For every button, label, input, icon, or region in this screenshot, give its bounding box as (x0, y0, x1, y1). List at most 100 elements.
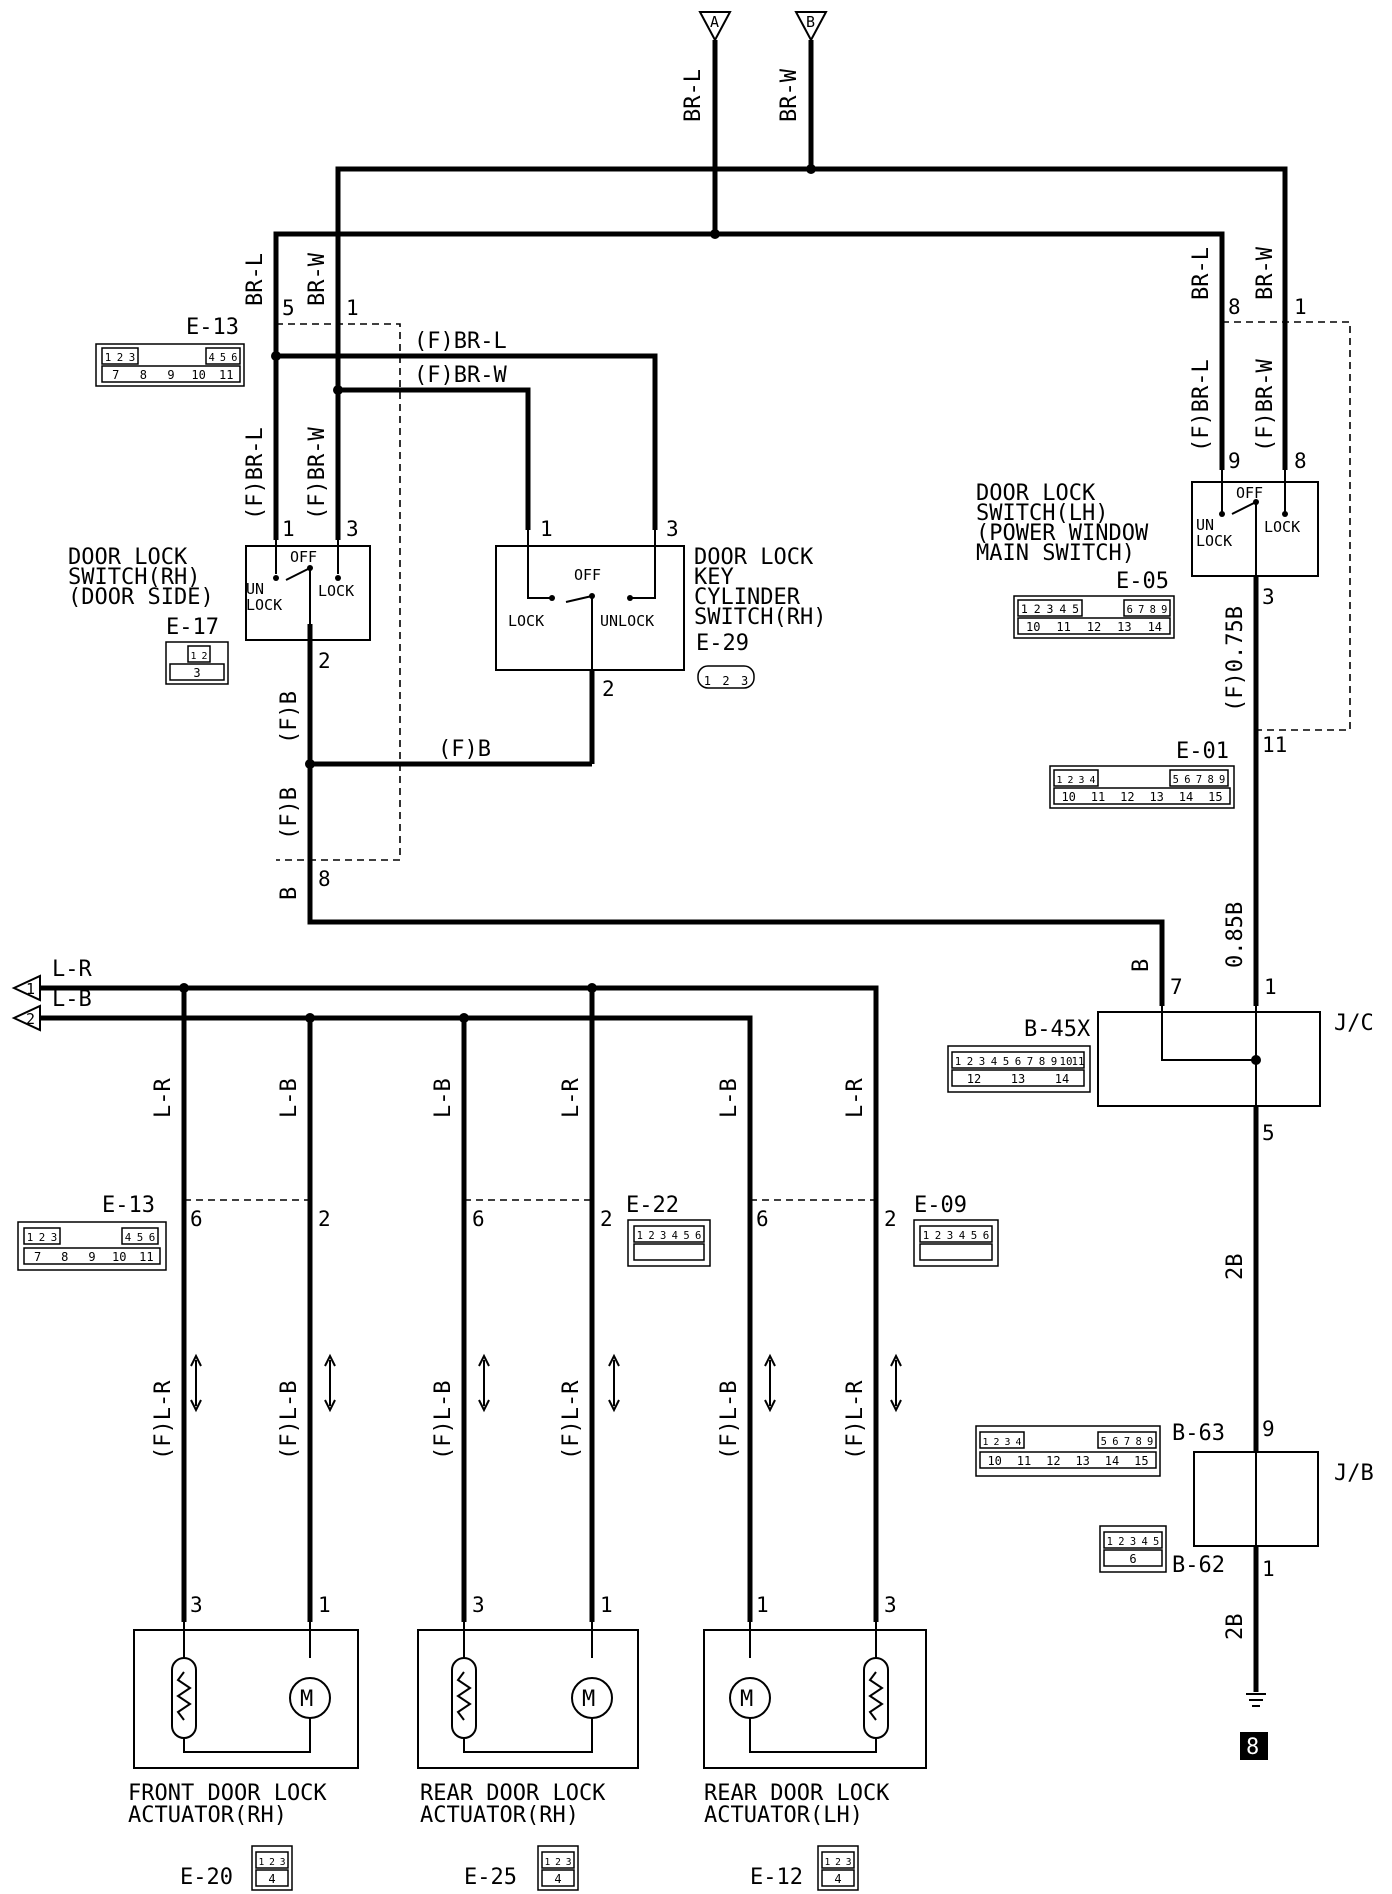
connector-e22-label: E-22 (626, 1193, 679, 1218)
connector-pin-number: 2 (835, 1857, 841, 1868)
connector-pin-number: 2 (1068, 775, 1074, 786)
wire-label-br-w-left: BR-W (305, 252, 330, 306)
connector-pin-number: 4 (959, 1229, 966, 1242)
pin-3-rear-rh: 3 (472, 1593, 485, 1617)
connector-pin-number: 15 (1134, 1454, 1148, 1468)
connector-pin-number: 6 (149, 1231, 156, 1244)
wire-label-f-br-w-left: (F)BR-W (305, 427, 330, 520)
connector-pin-number: 2 (994, 1437, 1000, 1448)
connector-pin-number: 11 (139, 1250, 153, 1264)
connector-pin-number: 4 (209, 353, 215, 364)
connector-pin-number: 13 (1149, 790, 1163, 804)
switch-lh-title-line1: DOOR LOCK (976, 481, 1096, 506)
connector-e17-label: E-17 (166, 615, 219, 640)
connector-pin-number: 1 (191, 651, 197, 662)
connector-b62-label: B-62 (1172, 1553, 1225, 1578)
wire-label-f-b-lower: (F)B (277, 787, 302, 840)
connector-pin-number: 7 (112, 368, 119, 382)
connector-pin-number: 5 (1173, 774, 1179, 786)
connector-pin-number: 4 (1016, 1437, 1022, 1448)
pin-1-e13: 1 (346, 296, 359, 320)
wire-label-br-w-top: BR-W (777, 68, 802, 122)
connector-pin-number: 4 (1141, 1536, 1147, 1548)
wire-label-f-br-w-horizontal: (F)BR-W (414, 363, 507, 388)
connector-pin-number: 2 (935, 1229, 942, 1242)
connector-pin-number: 3 (1130, 1536, 1136, 1548)
rear-rh-title-line2: ACTUATOR(RH) (420, 1803, 579, 1828)
connector-e01-label: E-01 (1176, 739, 1229, 764)
connector-pin-number: 11 (1091, 790, 1105, 804)
ground-symbol (1246, 1693, 1266, 1707)
key-lock: LOCK (508, 612, 544, 630)
bus-label-l-b: L-B (52, 987, 92, 1012)
connector-pin-number: 2 (117, 351, 124, 364)
label-f-l-b-2: (F)L-B (431, 1381, 456, 1460)
connector-pin-number: 2 (202, 651, 208, 662)
connector-pin-number: 1 (105, 351, 112, 364)
bus-label-l-r: L-R (52, 957, 92, 982)
key-title-line2: KEY (694, 565, 734, 590)
wire-label-b-left: B (277, 887, 302, 900)
connector-pin-number: 12 (1087, 620, 1101, 634)
connector-pin-number: 6 (1015, 1055, 1022, 1068)
pin-8-switch-lh: 8 (1294, 449, 1307, 473)
key-off: OFF (574, 566, 601, 584)
pin-9-switch-lh: 9 (1228, 449, 1241, 473)
pin-2-e09: 2 (884, 1207, 897, 1231)
switch-rh-un: UN (246, 580, 264, 598)
connector-pin-number: 12 (1046, 1454, 1060, 1468)
connector-pin-number: 6 (1112, 1436, 1118, 1448)
connector-pin-number: 14 (1179, 790, 1193, 804)
connector-pin-number: 5 (683, 1230, 689, 1242)
wire-label-br-l-right: BR-L (1189, 247, 1214, 300)
connector-pin-number: 2 (1034, 602, 1041, 616)
rear-lh-actuator-title: REAR DOOR LOCK ACTUATOR(LH) (704, 1781, 890, 1828)
terminal-a-label: A (710, 13, 719, 31)
label-f-l-b-1: (F)L-B (277, 1381, 302, 1460)
connector-pin-number: 8 (61, 1250, 68, 1264)
switch-rh-title-line3: (DOOR SIDE) (68, 585, 214, 610)
connector-pin-number: 1 (1021, 602, 1028, 616)
pin-1-e01: 1 (1294, 295, 1307, 319)
connector-pin-number: 5 (1003, 1055, 1010, 1068)
connector-pin-number: 2 (39, 1231, 46, 1244)
switch-rh-off: OFF (290, 548, 317, 566)
front-rh-title-line2: ACTUATOR(RH) (128, 1803, 287, 1828)
connector-e25-label: E-25 (464, 1865, 517, 1890)
connector-pin-number: 1 (704, 674, 711, 688)
connector-pin-number: 1 (923, 1229, 930, 1242)
key-cylinder-title: DOOR LOCK KEY CYLINDER SWITCH(RH) (694, 545, 826, 630)
connector-pin-number: 9 (1161, 604, 1167, 616)
connector-pin-number: 4 (268, 1872, 275, 1886)
pin-5-jc: 5 (1262, 1121, 1275, 1145)
pin-1-jc: 1 (1264, 975, 1277, 999)
connector-pin-number: 5 (1072, 602, 1079, 616)
motor-label-front-rh: M (300, 1687, 313, 1712)
pin-6-e09: 6 (756, 1207, 769, 1231)
wire-f-br-l-to-key (276, 353, 658, 530)
switch-rh-title-line1: DOOR LOCK (68, 545, 188, 570)
junction-connector-label: J/C (1334, 1011, 1374, 1036)
connector-pin-number: 6 (983, 1229, 990, 1242)
connector-pin-number: 2 (722, 674, 729, 688)
connector-pin-number: 10 (112, 1250, 126, 1264)
switch-rh-title-line2: SWITCH(RH) (68, 565, 200, 590)
connector-pin-number: 6 (1129, 1552, 1136, 1566)
pin-3-key: 3 (666, 517, 679, 541)
connector-pin-number: 3 (660, 1230, 666, 1242)
connector-pin-number: 2 (967, 1055, 974, 1068)
connector-b63-label: B-63 (1172, 1421, 1225, 1446)
connector-pin-number: 5 (220, 353, 226, 364)
switch-lh-un: UN (1196, 516, 1214, 534)
pin-6-e13-b: 6 (190, 1207, 203, 1231)
pin-2-switch-rh: 2 (318, 649, 331, 673)
connector-e12-label: E-12 (750, 1865, 803, 1890)
pin-3-switch-lh: 3 (1262, 585, 1275, 609)
label-f-l-b-3: (F)L-B (717, 1381, 742, 1460)
